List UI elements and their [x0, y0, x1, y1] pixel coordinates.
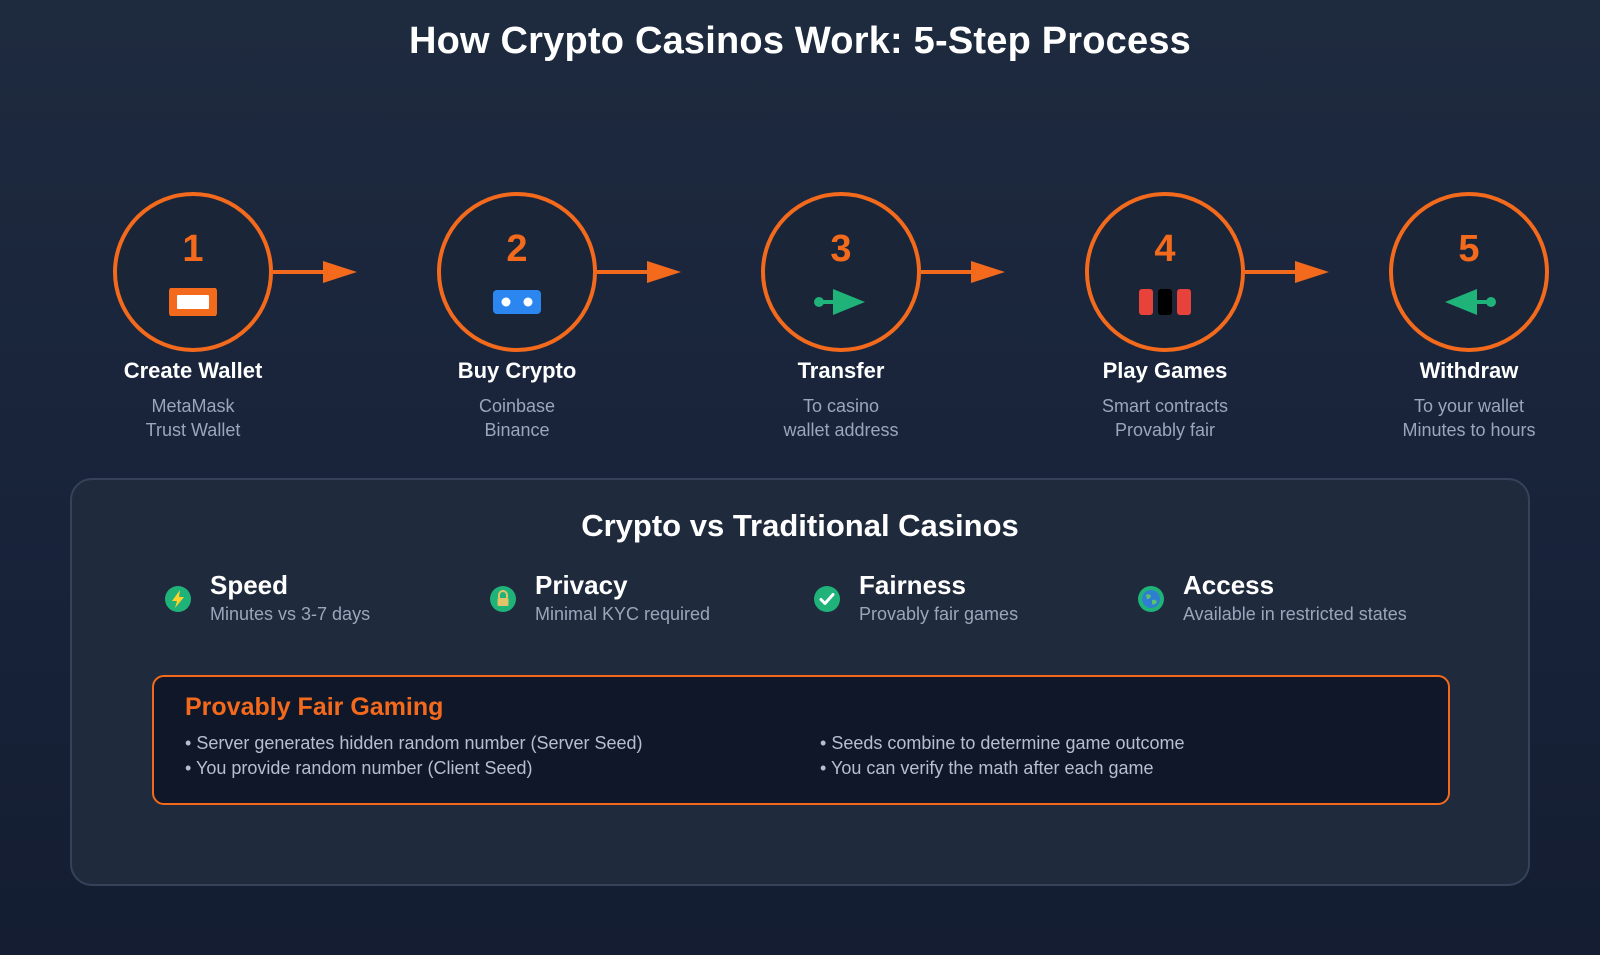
page-title: How Crypto Casinos Work: 5-Step Process [408, 20, 1192, 62]
step-number: 2 [506, 228, 528, 270]
flow-arrow [1245, 261, 1329, 283]
step-detail-line: wallet address [783, 420, 899, 440]
step-detail-line: To your wallet [1413, 396, 1525, 416]
feature-access: Access Available in restricted states [1138, 570, 1458, 630]
step-detail-line: Binance [484, 420, 550, 440]
step-description: Smart contracts Provably fair [1045, 394, 1285, 442]
feature-speed: Speed Minutes vs 3-7 days [165, 570, 485, 630]
step-number: 3 [830, 228, 852, 270]
step-label: Create Wallet [123, 358, 263, 383]
step-detail-line: Smart contracts [1101, 396, 1229, 416]
step-description: To casino wallet address [721, 394, 961, 442]
provably-fair-list-right: Seeds combine to determine game outcome … [820, 731, 1185, 781]
step-1: 1 Create Wallet MetaMask Trust Wallet [73, 192, 313, 442]
checkmark-icon [814, 586, 840, 612]
step-label: Transfer [797, 358, 885, 383]
step-description: MetaMask Trust Wallet [73, 394, 313, 442]
list-item: Server generates hidden random number (S… [185, 731, 642, 756]
provably-fair-box: Provably Fair Gaming Server generates hi… [152, 675, 1450, 805]
wallet-icon [169, 288, 217, 316]
step-3: 3 Transfer To casino wallet address [721, 192, 961, 442]
step-label: Play Games [1102, 358, 1228, 383]
provably-fair-title: Provably Fair Gaming [185, 693, 444, 721]
step-number: 1 [182, 228, 204, 270]
step-detail-line: Coinbase [478, 396, 556, 416]
provably-fair-list-left: Server generates hidden random number (S… [185, 731, 643, 781]
list-item: You provide random number (Client Seed) [185, 756, 643, 781]
step-number: 5 [1458, 228, 1480, 270]
flow-arrow [921, 261, 1005, 283]
step-detail-line: Minutes to hours [1402, 420, 1536, 440]
step-circle: 5 [1389, 192, 1549, 352]
receive-arrow-icon [1445, 289, 1496, 315]
feature-label: Access [1183, 570, 1275, 600]
flow-arrow [597, 261, 681, 283]
step-number: 4 [1154, 228, 1176, 270]
comparison-title: Crypto vs Traditional Casinos [581, 508, 1019, 543]
feature-label: Privacy [535, 570, 628, 600]
coins-icon [493, 290, 541, 314]
feature-label: Fairness [859, 570, 966, 600]
feature-description: Minimal KYC required [535, 604, 711, 624]
step-circle: 3 [761, 192, 921, 352]
step-2: 2 Buy Crypto Coinbase Binance [397, 192, 637, 442]
step-description: To your wallet Minutes to hours [1349, 394, 1589, 442]
step-circle: 2 [437, 192, 597, 352]
feature-fairness: Fairness Provably fair games [814, 570, 1134, 630]
feature-privacy: Privacy Minimal KYC required [490, 570, 810, 630]
comparison-panel: Crypto vs Traditional Casinos Speed Minu… [70, 478, 1530, 886]
feature-label: Speed [210, 570, 289, 600]
feature-description: Available in restricted states [1183, 604, 1407, 624]
step-detail-line: Trust Wallet [145, 420, 241, 440]
feature-description: Minutes vs 3-7 days [210, 604, 371, 624]
step-label: Withdraw [1419, 358, 1519, 383]
step-circle: 4 [1085, 192, 1245, 352]
step-detail-line: MetaMask [151, 396, 235, 416]
step-description: Coinbase Binance [397, 394, 637, 442]
lightning-icon [165, 586, 191, 612]
send-arrow-icon [814, 289, 865, 315]
slot-machine-icon [1139, 289, 1191, 315]
step-detail-line: Provably fair [1114, 420, 1216, 440]
globe-icon [1138, 586, 1164, 612]
list-item: Seeds combine to determine game outcome [820, 731, 1184, 756]
flow-arrow [273, 261, 357, 283]
list-item: You can verify the math after each game [820, 756, 1185, 781]
step-label: Buy Crypto [457, 358, 577, 383]
step-4: 4 Play Games Smart contracts Provably fa… [1045, 192, 1285, 442]
lock-icon [490, 586, 516, 612]
step-circle: 1 [113, 192, 273, 352]
step-detail-line: To casino [802, 396, 880, 416]
step-5: 5 Withdraw To your wallet Minutes to hou… [1349, 192, 1589, 442]
feature-description: Provably fair games [859, 604, 1019, 624]
